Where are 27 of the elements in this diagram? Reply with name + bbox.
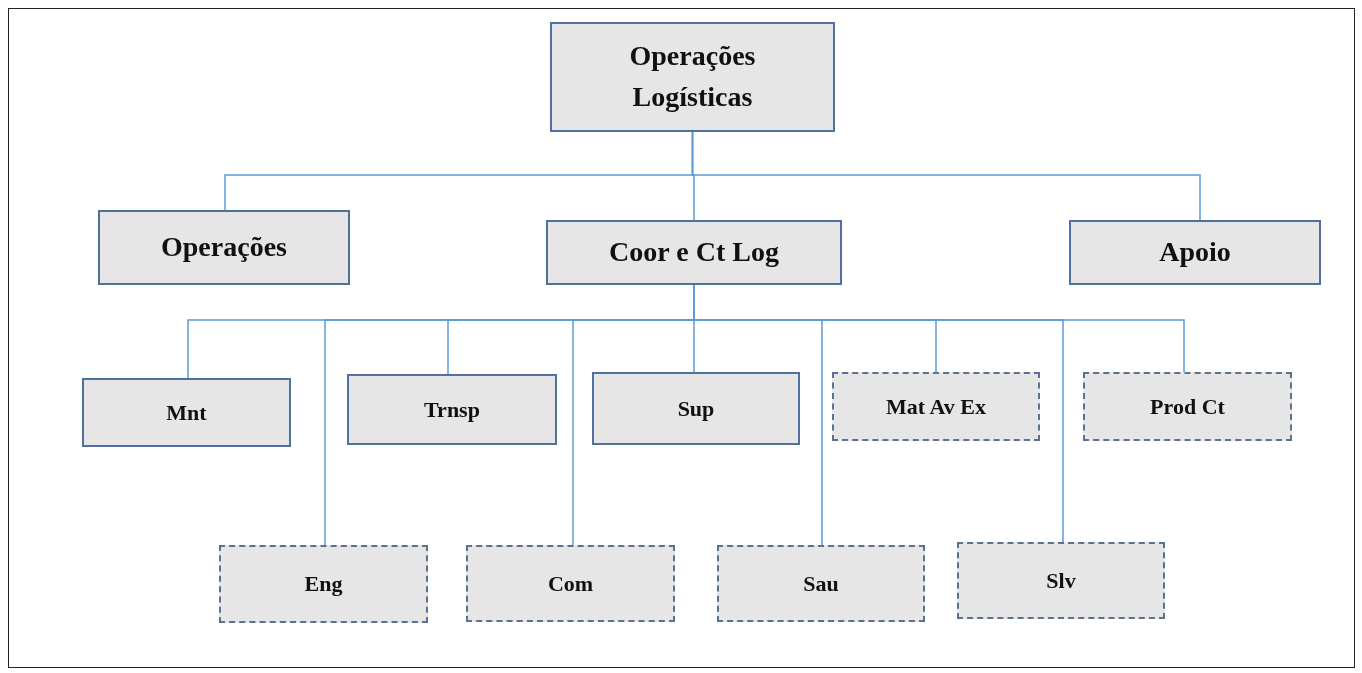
box-label: Mat Av Ex — [885, 392, 987, 421]
box-label: Sau — [802, 569, 840, 598]
org-box — [98, 210, 350, 285]
box-label: Operações — [160, 230, 288, 265]
org-box — [82, 378, 291, 447]
dashed-box — [717, 545, 925, 622]
dashed-box — [1083, 372, 1292, 441]
dashed-box — [832, 372, 1040, 441]
dashed-box — [957, 542, 1165, 619]
box-label: Apoio — [1158, 235, 1232, 270]
org-box — [550, 22, 835, 132]
box-label: Eng — [303, 570, 344, 599]
box-label: Operações Logísticas — [628, 39, 757, 114]
connector-line — [691, 131, 1201, 221]
box-label: Slv — [1045, 566, 1077, 595]
box-label: Com — [546, 569, 595, 598]
box-label: Prod Ct — [1149, 392, 1226, 421]
box-label: Mnt — [165, 398, 208, 427]
box-label: Coor e Ct Log — [608, 235, 780, 270]
box-label: Sup — [676, 394, 716, 423]
box-label: Trnsp — [423, 395, 481, 424]
dashed-box — [219, 545, 428, 623]
dashed-box — [466, 545, 675, 622]
org-box — [1069, 220, 1321, 285]
org-box — [347, 374, 557, 445]
org-box — [546, 220, 842, 285]
org-box — [592, 372, 800, 445]
